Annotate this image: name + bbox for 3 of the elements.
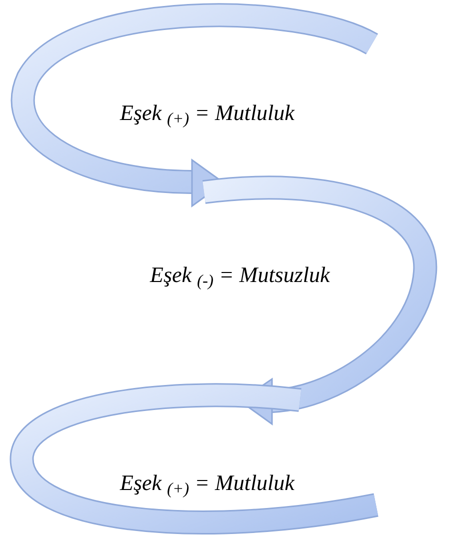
equation-text: Eşek $_{(+)}$ = Mutluluk <box>120 99 294 129</box>
equation-text: Eşek $_{(+)}$ = Mutluluk <box>120 469 294 499</box>
equation-text: Eşek $_{(-)}$ = Mutsuzluk <box>150 261 330 291</box>
